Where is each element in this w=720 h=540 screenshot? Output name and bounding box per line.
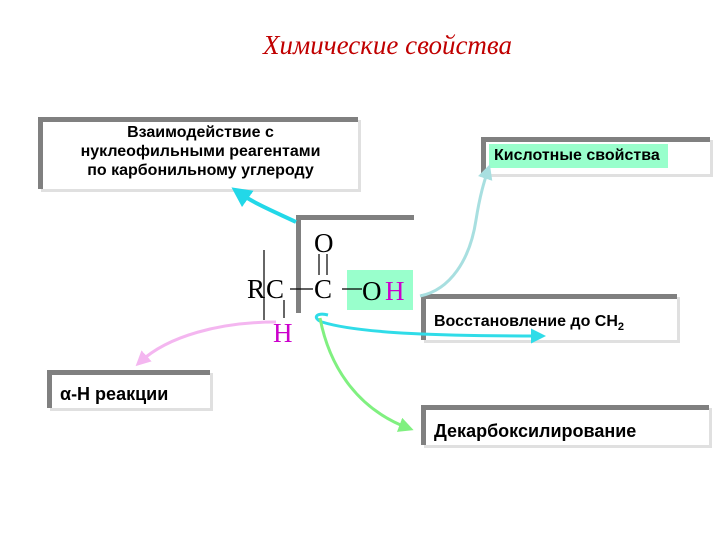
decarboxylation-label: Декарбоксилирование — [434, 421, 637, 441]
atom-h-alpha: H — [273, 318, 293, 348]
decarboxylation-box: Декарбоксилирование — [421, 405, 709, 445]
atom-o-hydroxyl: O — [362, 276, 382, 306]
nucleophilic-line-3: по карбонильному углероду — [87, 162, 314, 179]
atom-c-alpha: C — [266, 274, 285, 304]
nucleophilic-line-1: Взаимодействие с — [127, 124, 274, 141]
arrow-to-nucleophilic — [231, 187, 297, 224]
arrow-to-reduction — [314, 312, 546, 344]
atom-c-carboxyl: C — [314, 274, 333, 304]
reduction-box: Восстановление до СН2 — [421, 294, 677, 340]
atom-r: R — [247, 274, 266, 304]
reduction-label: Восстановление до СН — [434, 313, 618, 330]
atom-o-carbonyl: O — [314, 228, 334, 258]
nucleophilic-interaction-box: Взаимодействие с нуклеофильными реагента… — [38, 117, 358, 189]
acidic-properties-label: Кислотные свойства — [489, 144, 668, 168]
page-title: Химические свойства — [263, 30, 512, 60]
reduction-subscript: 2 — [617, 321, 625, 334]
nucleophilic-line-2: нуклеофильными реагентами — [80, 143, 321, 160]
arrow-to-alpha — [135, 320, 277, 367]
hydroxyl-highlight — [347, 270, 413, 310]
acidic-properties-box: Кислотные свойства — [481, 137, 710, 174]
alpha-h-reactions-box: α-Н реакции — [47, 370, 210, 408]
arrow-to-acidic — [419, 164, 493, 298]
atom-h-hydroxyl: H — [385, 276, 405, 306]
arrow-to-decarboxylation — [318, 317, 414, 432]
alpha-h-reactions-label: α-Н реакции — [60, 384, 169, 404]
